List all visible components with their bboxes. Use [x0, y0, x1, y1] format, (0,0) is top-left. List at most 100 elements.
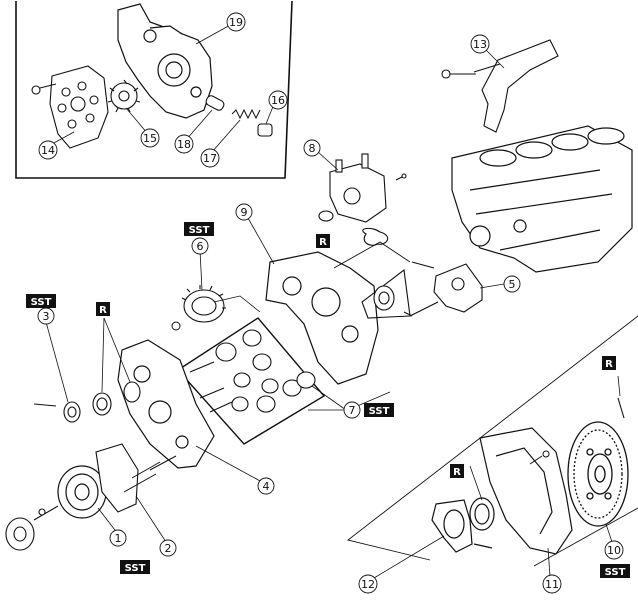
badge-r-flywheel-label: R	[605, 359, 613, 370]
leader-2	[135, 495, 167, 543]
callout-1-label: 1	[115, 532, 122, 545]
badge-r-seals: R	[96, 302, 110, 316]
leader-r-rear	[469, 465, 483, 501]
leader-1	[97, 507, 119, 535]
leader-r-flywheel	[617, 375, 621, 397]
oil-pump-cover-bolt	[31, 83, 57, 95]
badge-sst-10: SST	[600, 564, 630, 578]
leader-4	[195, 445, 263, 483]
badge-sst-1: SST	[120, 560, 150, 574]
callout-7: 7	[343, 401, 361, 419]
oil-seals-3-r	[63, 381, 141, 423]
badge-sst-3: SST	[26, 294, 56, 308]
callout-7-label: 7	[349, 404, 356, 417]
callout-17: 17	[200, 148, 220, 168]
pulley-hub	[5, 505, 59, 551]
badge-r-gasket: R	[316, 234, 330, 248]
callout-4-label: 4	[263, 480, 270, 493]
rear-seal-housing-12	[431, 497, 495, 553]
callout-8-label: 8	[309, 142, 316, 155]
flywheel-bolt	[617, 397, 625, 419]
callout-9: 9	[235, 203, 253, 221]
oil-pump-inner-rotor-15	[107, 79, 141, 113]
callout-16-label: 16	[271, 94, 285, 107]
leader-8	[317, 151, 339, 171]
callout-3-label: 3	[43, 310, 50, 323]
connector-9	[333, 241, 411, 269]
pulley-1	[57, 465, 107, 519]
callout-3: 3	[37, 307, 55, 325]
callout-5-label: 5	[509, 278, 516, 291]
inset-leader-lines	[51, 23, 275, 153]
damper-plate-2	[95, 443, 139, 513]
badge-sst-7-label: SST	[369, 406, 390, 417]
leader-5	[479, 283, 505, 289]
leader-r-left-b	[103, 317, 131, 383]
badge-sst-7: SST	[364, 403, 394, 417]
callout-17-label: 17	[203, 152, 217, 165]
connector-6	[213, 295, 261, 313]
flywheel-assembly-outline-b	[533, 507, 638, 567]
callout-10: 10	[604, 540, 624, 560]
leader-r-left-a	[101, 317, 105, 393]
callout-5: 5	[503, 275, 521, 293]
idler-nut	[171, 321, 181, 331]
callout-12-label: 12	[361, 578, 375, 591]
badge-r-rear-seal: R	[450, 464, 464, 478]
fuel-pump-8	[329, 153, 407, 223]
callout-6-label: 6	[197, 240, 204, 253]
callout-18-label: 18	[177, 138, 191, 151]
badge-r-seals-label: R	[99, 305, 107, 316]
timing-gears-7	[189, 329, 316, 413]
callout-14-label: 14	[41, 144, 55, 157]
callout-15: 15	[140, 128, 160, 148]
leader-3	[45, 321, 69, 403]
cylinder-block	[451, 125, 633, 273]
callout-2-label: 2	[165, 542, 172, 555]
leader-9	[247, 217, 275, 265]
callout-11: 11	[542, 574, 562, 594]
crank-sprocket-r	[361, 268, 411, 319]
relief-plunger-18	[205, 95, 225, 111]
drip-cover-13	[441, 39, 559, 133]
callout-18: 18	[174, 134, 194, 154]
badge-r-flywheel: R	[602, 356, 616, 370]
badge-sst-6: SST	[184, 222, 214, 236]
callout-11-label: 11	[545, 578, 559, 591]
gasket-seal-r	[362, 227, 389, 246]
leader-12	[373, 535, 445, 579]
callout-16: 16	[268, 90, 288, 110]
flywheel-10	[567, 421, 629, 527]
oil-pump-body-19	[117, 3, 213, 119]
idler-gear-6	[181, 285, 226, 323]
seal-bolt	[33, 403, 57, 407]
badge-r-rear-seal-label: R	[453, 467, 461, 478]
callout-6: 6	[191, 237, 209, 255]
timing-gears-box-7	[176, 317, 326, 445]
badge-sst-10-label: SST	[605, 567, 626, 578]
pump-o-ring	[318, 210, 334, 222]
oil-pump-5	[403, 261, 483, 317]
badge-sst-1-label: SST	[125, 563, 146, 574]
callout-9-label: 9	[241, 206, 248, 219]
callout-12: 12	[358, 574, 378, 594]
rear-plate-11	[479, 427, 573, 555]
leader-10	[605, 523, 613, 543]
oil-pump-cover-14	[49, 65, 109, 149]
callout-4: 4	[257, 477, 275, 495]
plate-bolt-11	[529, 450, 550, 465]
badge-r-gasket-label: R	[319, 237, 327, 248]
callout-1: 1	[109, 529, 127, 547]
flywheel-assembly-outline	[346, 315, 638, 561]
badge-sst-3-label: SST	[31, 297, 52, 308]
relief-plug-16	[257, 123, 273, 137]
callout-10-label: 10	[607, 544, 621, 557]
leader-13	[485, 49, 505, 69]
callout-8: 8	[303, 139, 321, 157]
callout-19: 19	[226, 12, 246, 32]
callout-13: 13	[470, 34, 490, 54]
leader-6	[199, 249, 203, 291]
callout-14: 14	[38, 140, 58, 160]
plate-bolts	[123, 455, 177, 493]
